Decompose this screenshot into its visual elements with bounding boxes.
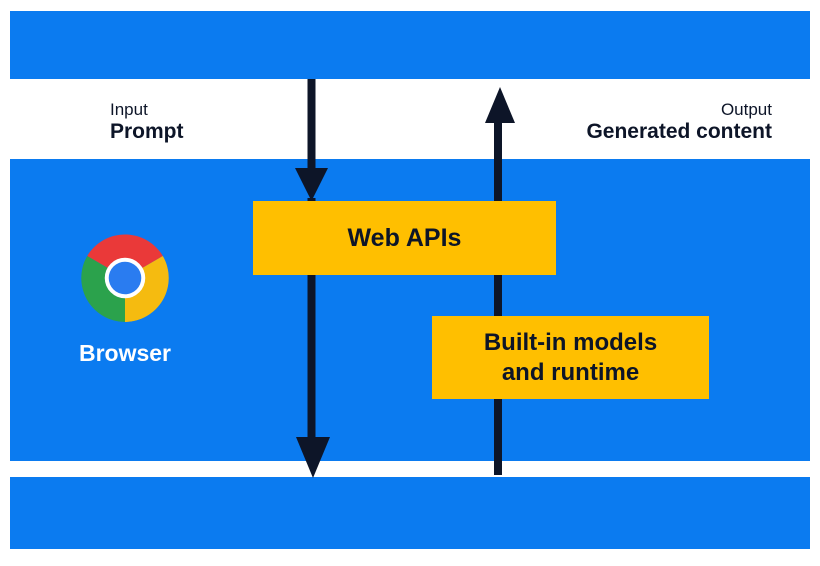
- flow-label-input-value: Prompt: [110, 120, 184, 144]
- flow-label-output-value: Generated content: [586, 120, 772, 144]
- box-built-in-models-label: Built-in models and runtime: [484, 328, 657, 387]
- band-local-hardware: [10, 477, 810, 549]
- box-web-apis-label: Web APIs: [347, 223, 462, 252]
- band-web-application: [10, 11, 810, 79]
- box-built-in-models[interactable]: Built-in models and runtime: [432, 316, 709, 399]
- flow-label-output-kicker: Output: [720, 100, 772, 119]
- flow-label-input: Input Prompt: [110, 100, 184, 145]
- chrome-logo-icon: [81, 234, 169, 322]
- box-built-in-models-line2: and runtime: [501, 358, 640, 386]
- flow-label-output: Output Generated content: [586, 100, 772, 145]
- box-web-apis[interactable]: Web APIs: [253, 201, 556, 275]
- flow-label-input-kicker: Input: [110, 100, 148, 119]
- box-built-in-models-line1: Built-in models: [483, 329, 658, 357]
- browser-label: Browser: [78, 340, 172, 366]
